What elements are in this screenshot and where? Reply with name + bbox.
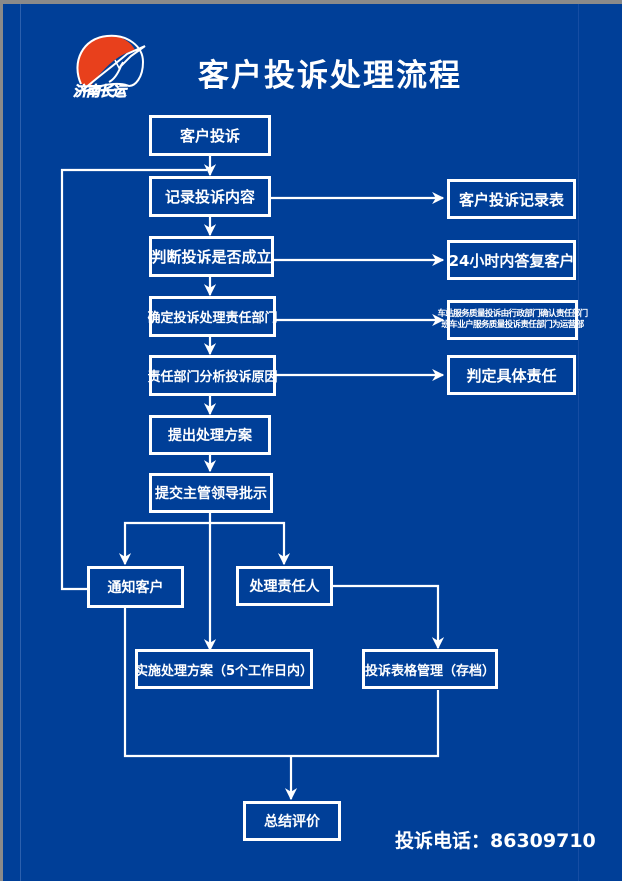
box-archive: 投诉表格管理（存档） — [362, 649, 498, 689]
box-handle-person: 处理责任人 — [236, 566, 333, 606]
box-notify: 通知客户 — [87, 566, 184, 608]
page-guide-line — [20, 4, 21, 881]
box-dept-note: 车站服务质量投诉由行政部门确认责任部门 班车业户服务质量投诉责任部门为运营部 — [437, 300, 588, 340]
box-record-form: 客户投诉记录表 — [447, 179, 576, 219]
page-guide-line-right — [578, 4, 579, 881]
box-record: 记录投诉内容 — [149, 176, 271, 217]
line-notify-merge — [123, 608, 440, 758]
arrow-split-handle — [210, 521, 291, 566]
arrow-split-notify — [118, 521, 210, 566]
connector-lines — [60, 155, 445, 801]
page-title: 客户投诉处理流程 — [198, 58, 462, 94]
seagull-sun-logo-icon — [76, 34, 146, 93]
dept-note-line-1: 车站服务质量投诉由行政部门确认责任部门 — [437, 309, 588, 319]
flowchart-poster: 济南长运 客户投诉处理流程 — [3, 4, 622, 881]
phone-label: 投诉电话： — [395, 830, 491, 852]
box-judge: 判断投诉是否成立 — [149, 236, 274, 277]
phone-number: 86309710 — [490, 830, 596, 852]
box-reply: 24小时内答复客户 — [447, 240, 576, 280]
box-approve: 提交主管领导批示 — [149, 473, 273, 513]
box-summary: 总结评价 — [243, 801, 341, 841]
box-implement: 实施处理方案（5个工作日内） — [135, 649, 313, 689]
dept-note-line-2: 班车业户服务质量投诉责任部门为运营部 — [441, 320, 584, 330]
box-analyze: 责任部门分析投诉原因 — [148, 355, 278, 396]
logo-text: 济南长运 — [73, 84, 127, 101]
box-plan: 提出处理方案 — [149, 415, 271, 455]
arrow-handle-archive — [331, 584, 445, 650]
box-responsibility: 判定具体责任 — [447, 355, 576, 395]
arrow-loop-notify-record — [60, 168, 207, 591]
box-dept: 确定投诉处理责任部门 — [148, 296, 278, 337]
complaint-phone: 投诉电话：86309710 — [395, 826, 596, 853]
box-complaint: 客户投诉 — [149, 115, 271, 156]
